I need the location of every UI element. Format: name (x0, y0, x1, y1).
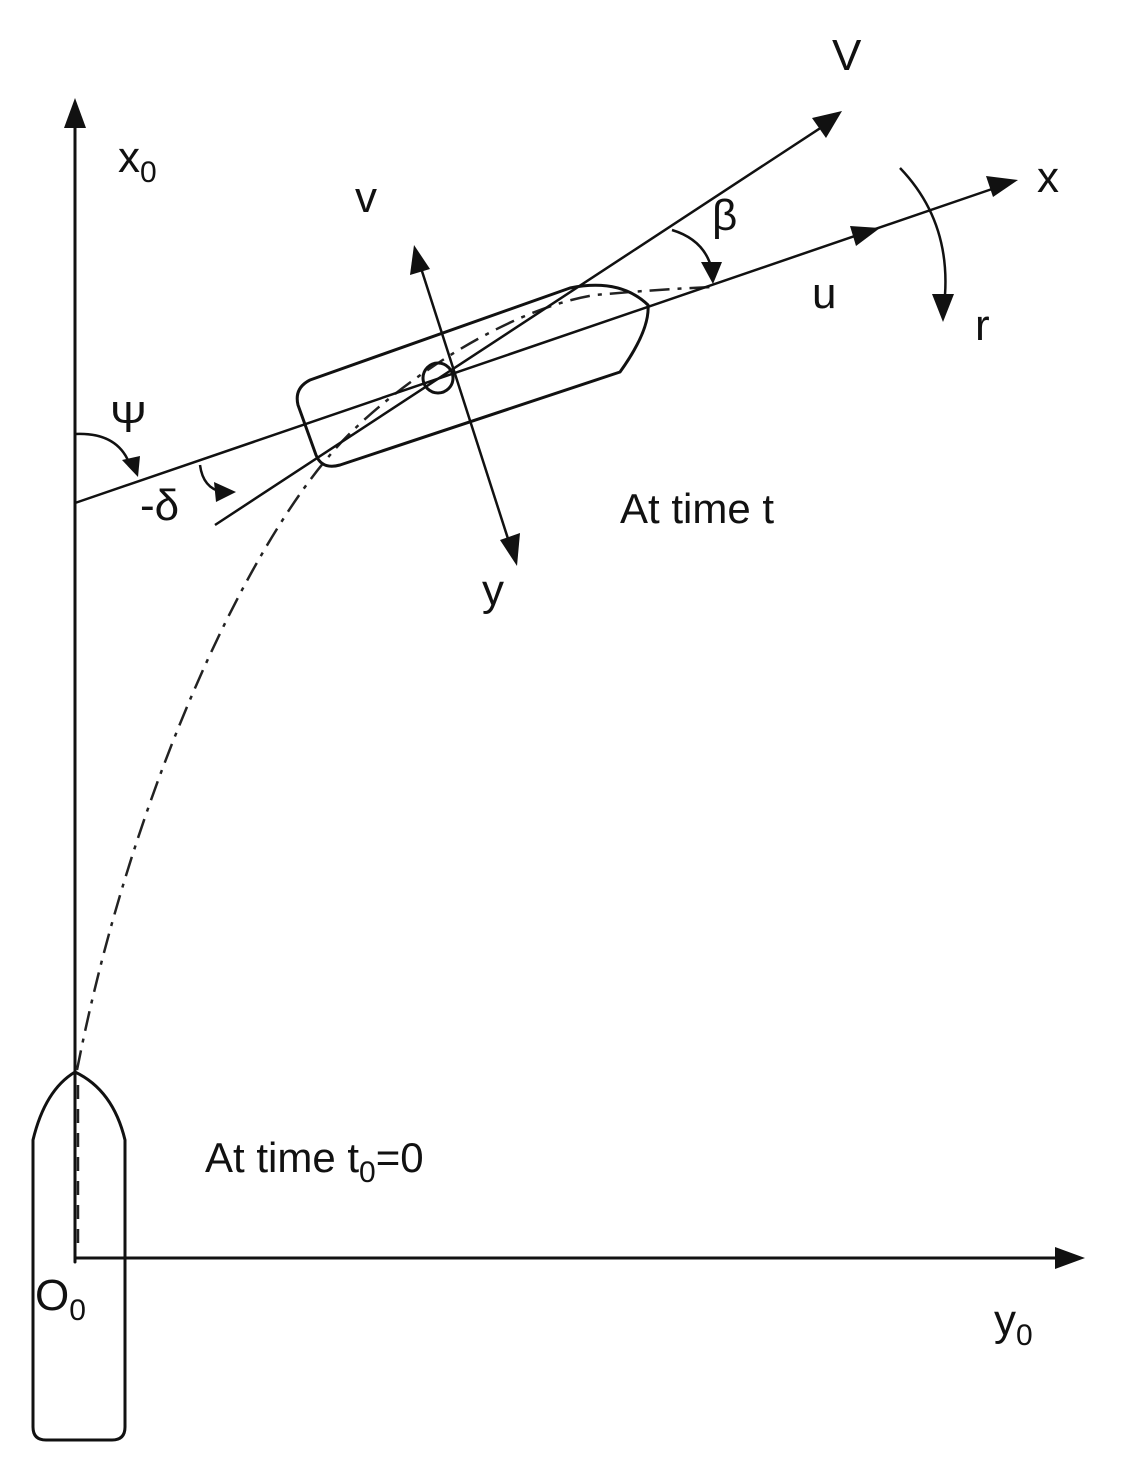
v-arrowhead (410, 245, 430, 275)
earth-fixed-frame (64, 98, 1085, 1269)
heading-line (74, 186, 996, 505)
ship-at-t0 (31, 1070, 127, 1442)
ship-at-t (295, 283, 650, 468)
y-axis-body (418, 264, 512, 546)
x0-label: x0 (118, 133, 157, 189)
y-label: y (482, 566, 504, 615)
y-arrowhead (500, 533, 520, 566)
y0-axis-arrowhead (1055, 1247, 1085, 1269)
x-axis-arrowhead (986, 176, 1018, 197)
psi-label: Ψ (110, 393, 147, 442)
y0-label: y0 (994, 1296, 1033, 1352)
labels: x0 y0 O0 V x v β u r Ψ -δ y At time t At… (35, 31, 1059, 1352)
time-t-caption: At time t (620, 485, 774, 532)
psi-arc-arrowhead (122, 456, 140, 477)
yaw-rate-arrowhead (932, 294, 954, 322)
ship-hull-t (295, 283, 650, 468)
v-label: v (355, 173, 377, 222)
beta-label: β (712, 191, 737, 240)
center-of-gravity-O (421, 361, 455, 395)
delta-arc-arrowhead (214, 482, 236, 502)
beta-arc-arrowhead (701, 262, 722, 284)
origin0-label: O0 (35, 1271, 86, 1327)
velocity-vector-V (214, 123, 826, 527)
x0-axis-arrowhead (64, 98, 86, 128)
V-label: V (832, 31, 862, 80)
angle-arcs (74, 167, 954, 502)
u-label: u (812, 269, 836, 318)
neg-delta-label: -δ (140, 481, 179, 530)
time-t0-caption: At time t0=0 (205, 1134, 424, 1189)
u-arrowhead (850, 226, 880, 246)
V-arrowhead (812, 111, 842, 138)
trajectory-path (75, 285, 713, 1071)
r-label: r (975, 301, 990, 350)
yaw-rate-arc (899, 167, 947, 296)
ship-hull-t0 (31, 1070, 127, 1442)
x-label: x (1037, 153, 1059, 202)
